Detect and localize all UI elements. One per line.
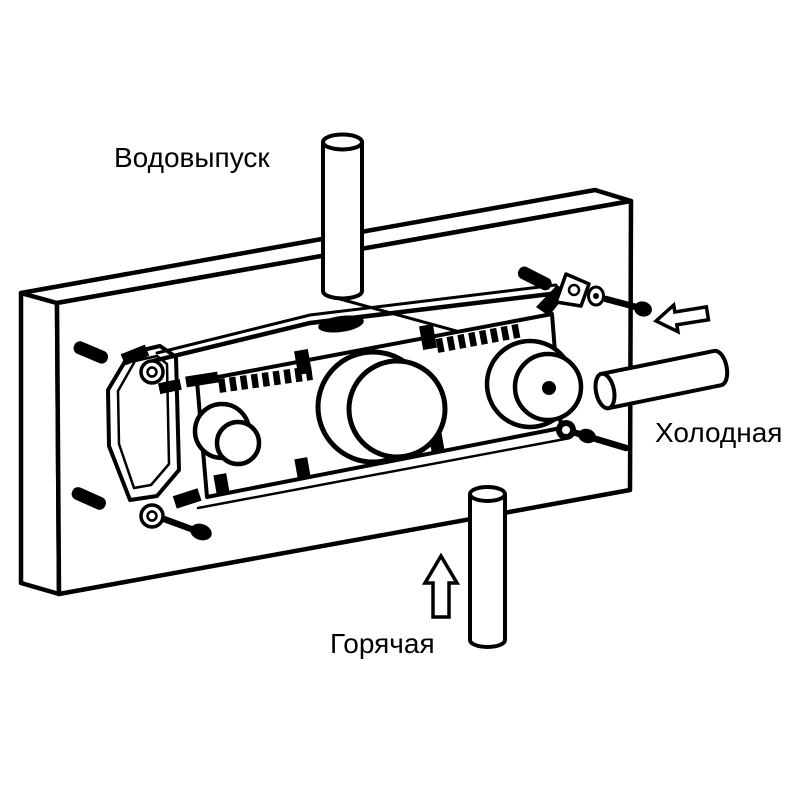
pipe-body [468,494,507,649]
arrow-left-icon [652,301,711,335]
mounting-lug-upper-left [120,344,182,395]
label-hot: Горячая [330,628,435,659]
valve-knobs [192,338,584,467]
arrow-up-shape [421,552,461,619]
label-cold: Холодная [655,417,782,448]
pipe-top-opening [468,485,507,503]
valve-assembly [106,272,652,541]
label-outlet: Водовыпуск [114,142,270,173]
valve-knob-left-face [214,419,262,467]
arrow-up-icon [421,552,461,619]
pipe-top-opening [321,132,364,152]
rail-teeth [185,323,525,393]
screw-head [634,301,652,317]
clip-tab [294,457,311,480]
outlet-pipe [321,132,364,301]
wall-anchor-icon [73,341,109,364]
valve-knob-right-center-dot [542,381,556,395]
mounting-lug-upper-right [536,272,652,317]
wall-anchors [71,266,552,510]
mounting-screw-icon [602,295,640,311]
hot-pipe [468,485,507,649]
frame-line [150,290,562,364]
wall-anchor-icon [517,266,552,291]
screw-head [578,428,596,444]
rail-bar [185,371,219,388]
lug-clamp [157,378,182,395]
lug-ring [139,503,165,529]
lug-hole [146,510,158,522]
valve-frame-rails [150,283,567,510]
cold-pipe [593,348,730,411]
pipe-end-opening [593,371,617,411]
screw-head [190,523,212,541]
outlet-port [318,315,364,333]
clip-tab [419,323,437,351]
pipe-body [321,142,364,301]
rail-teeth-strip [435,323,525,353]
lug-hole [562,426,570,434]
wall-side-face [18,290,62,597]
lug-clamp [172,488,202,509]
valve-end-frame-inner [116,354,171,490]
mounting-lug-lower-right [556,420,630,452]
clip-tab [213,473,230,496]
frame-line-bottom [196,437,567,510]
mounting-screw-icon [160,515,198,534]
frame-line [155,283,558,355]
wall-anchor-icon [71,487,106,510]
lug-ring [139,359,165,385]
pipe-body [599,348,730,411]
valve-knob-center-face [346,358,448,460]
rail-teeth-strip [218,366,313,393]
washer-hole [593,293,599,299]
lug-hole [146,366,158,378]
lug-hole [567,283,581,297]
clip-tab [294,348,312,376]
arrow-left-shape [652,301,711,335]
lug-clamp [120,344,150,366]
mounting-lug-lower-left [139,488,212,541]
